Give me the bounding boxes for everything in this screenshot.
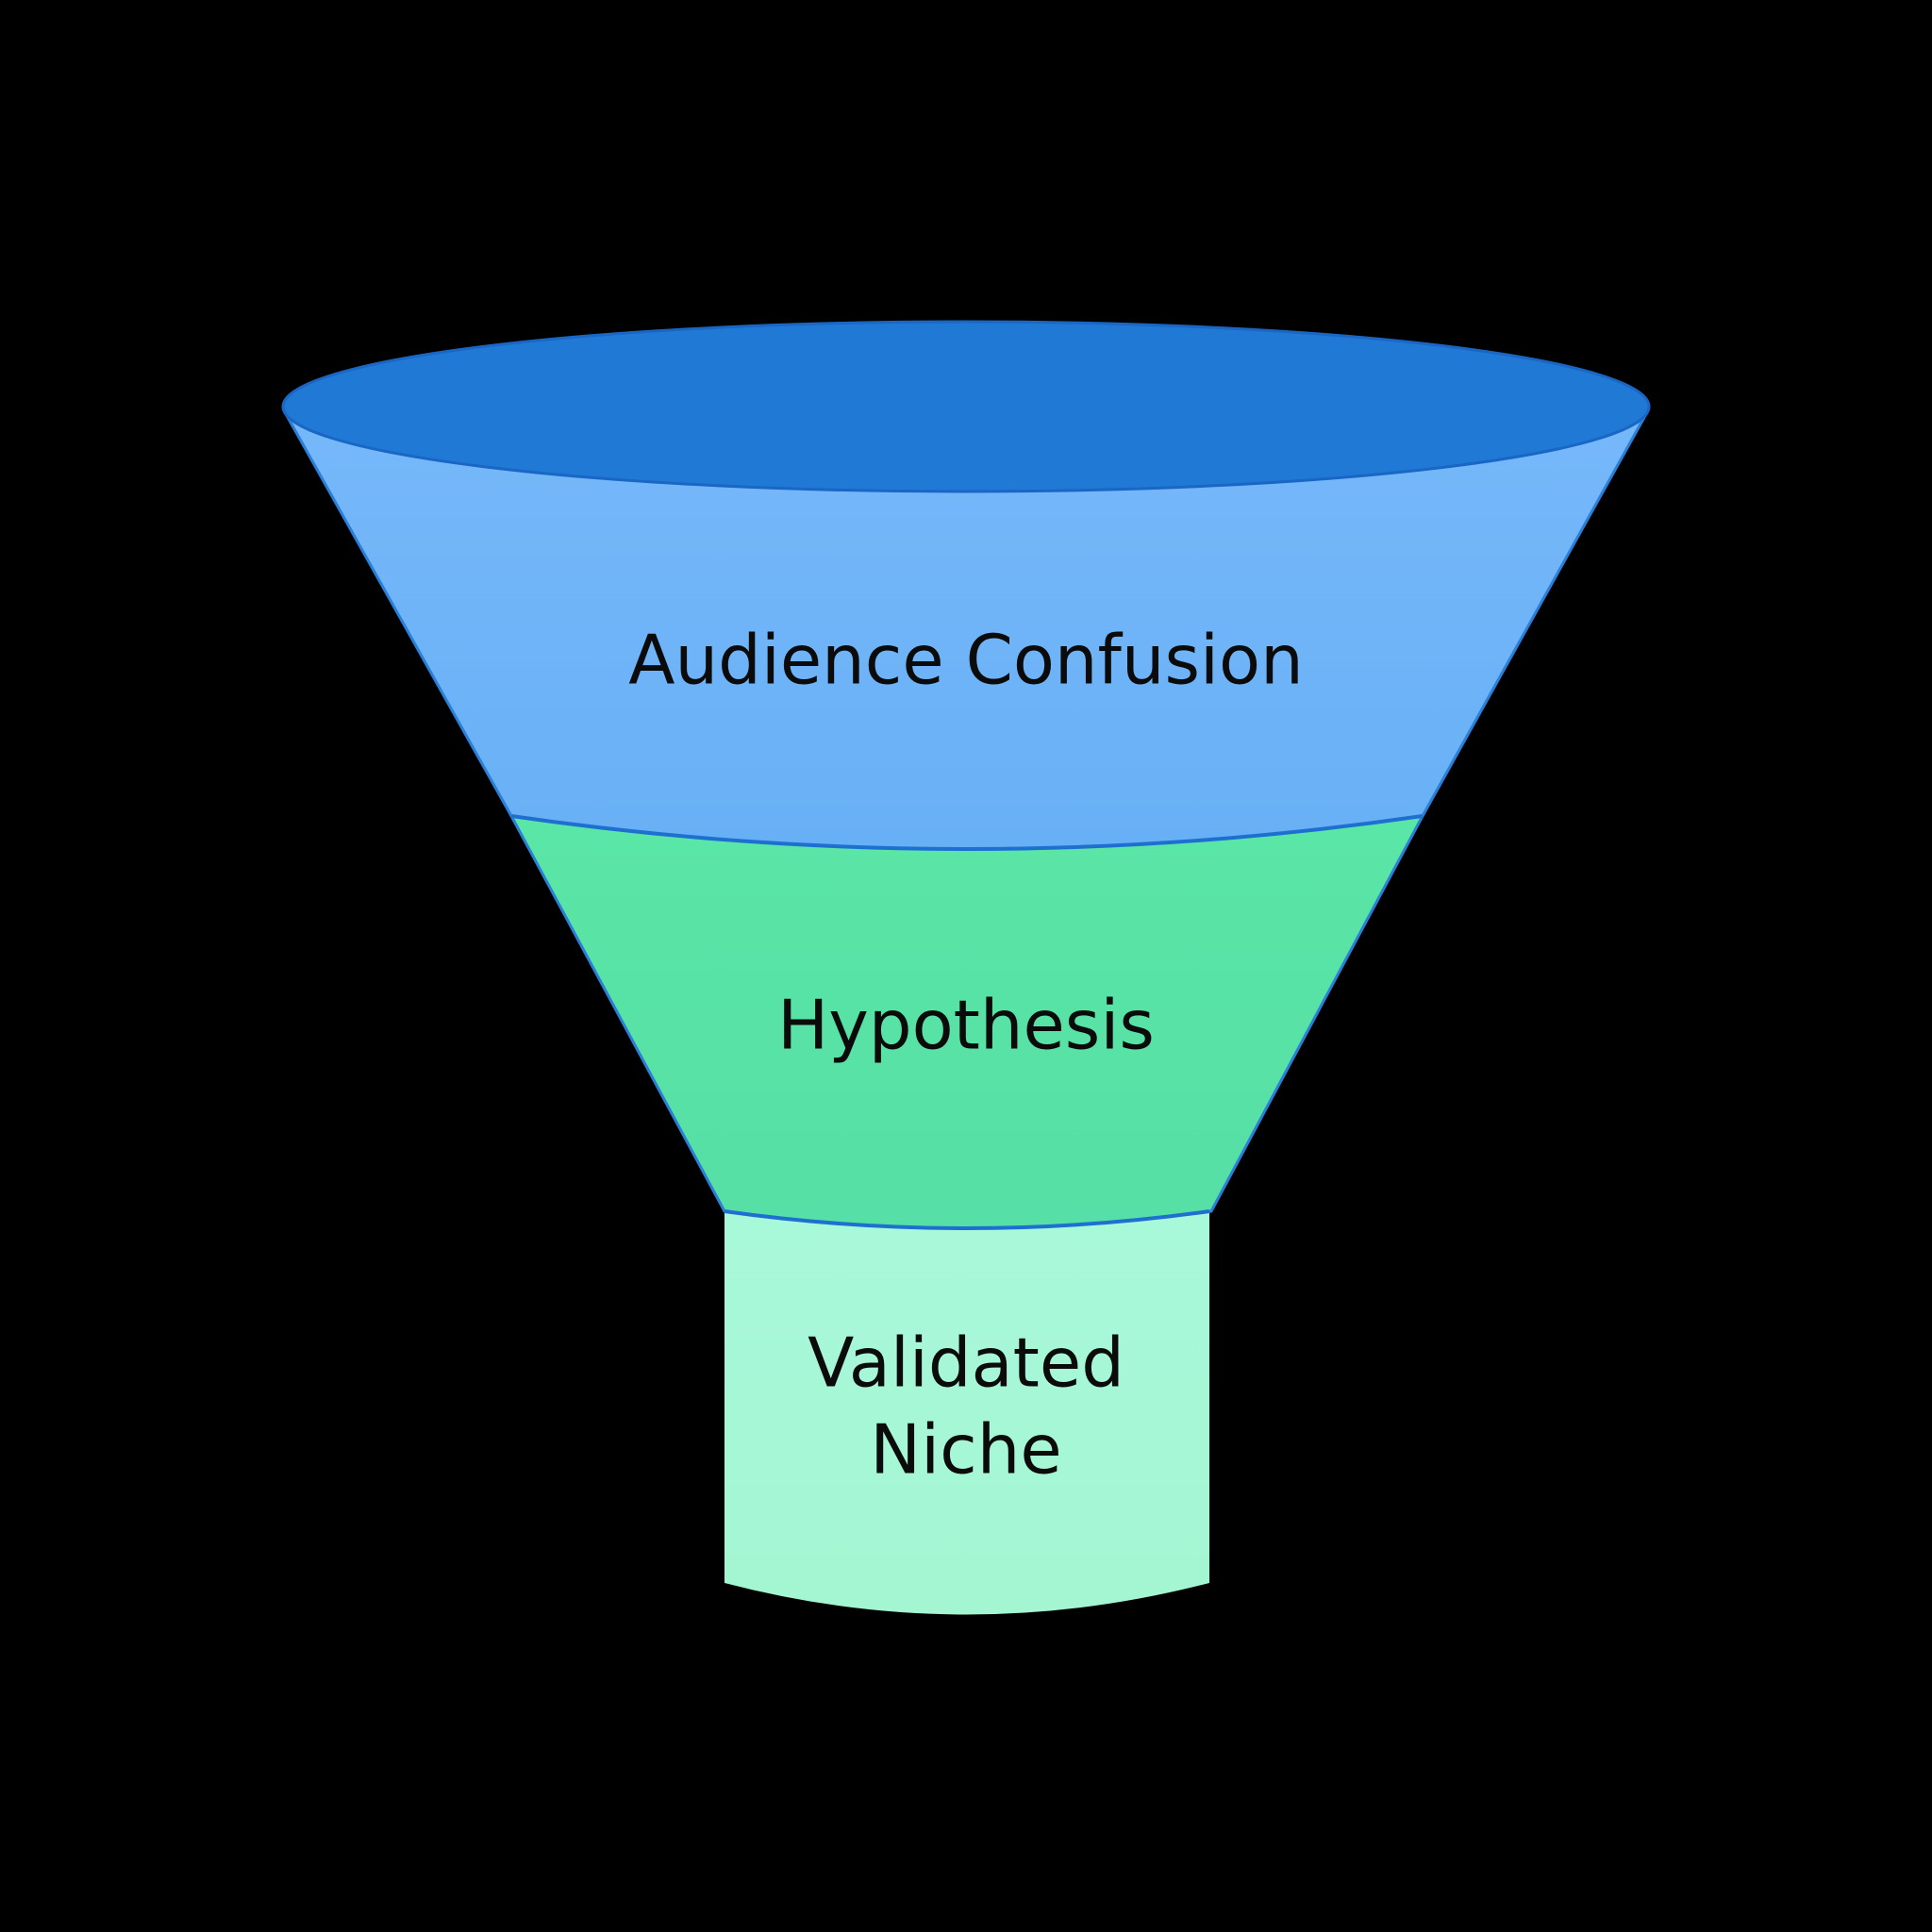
band-divider	[724, 1209, 1210, 1230]
stage-label-niche: Niche	[870, 1410, 1061, 1490]
stage-label-audience-confusion: Audience Confusion	[628, 621, 1303, 700]
funnel-stage-validated-niche	[724, 1211, 1209, 1615]
stage-label-validated: Validated	[808, 1324, 1124, 1403]
stage-label-hypothesis: Hypothesis	[777, 986, 1155, 1065]
funnel-rim	[281, 320, 1651, 493]
band-divider	[510, 814, 1424, 851]
